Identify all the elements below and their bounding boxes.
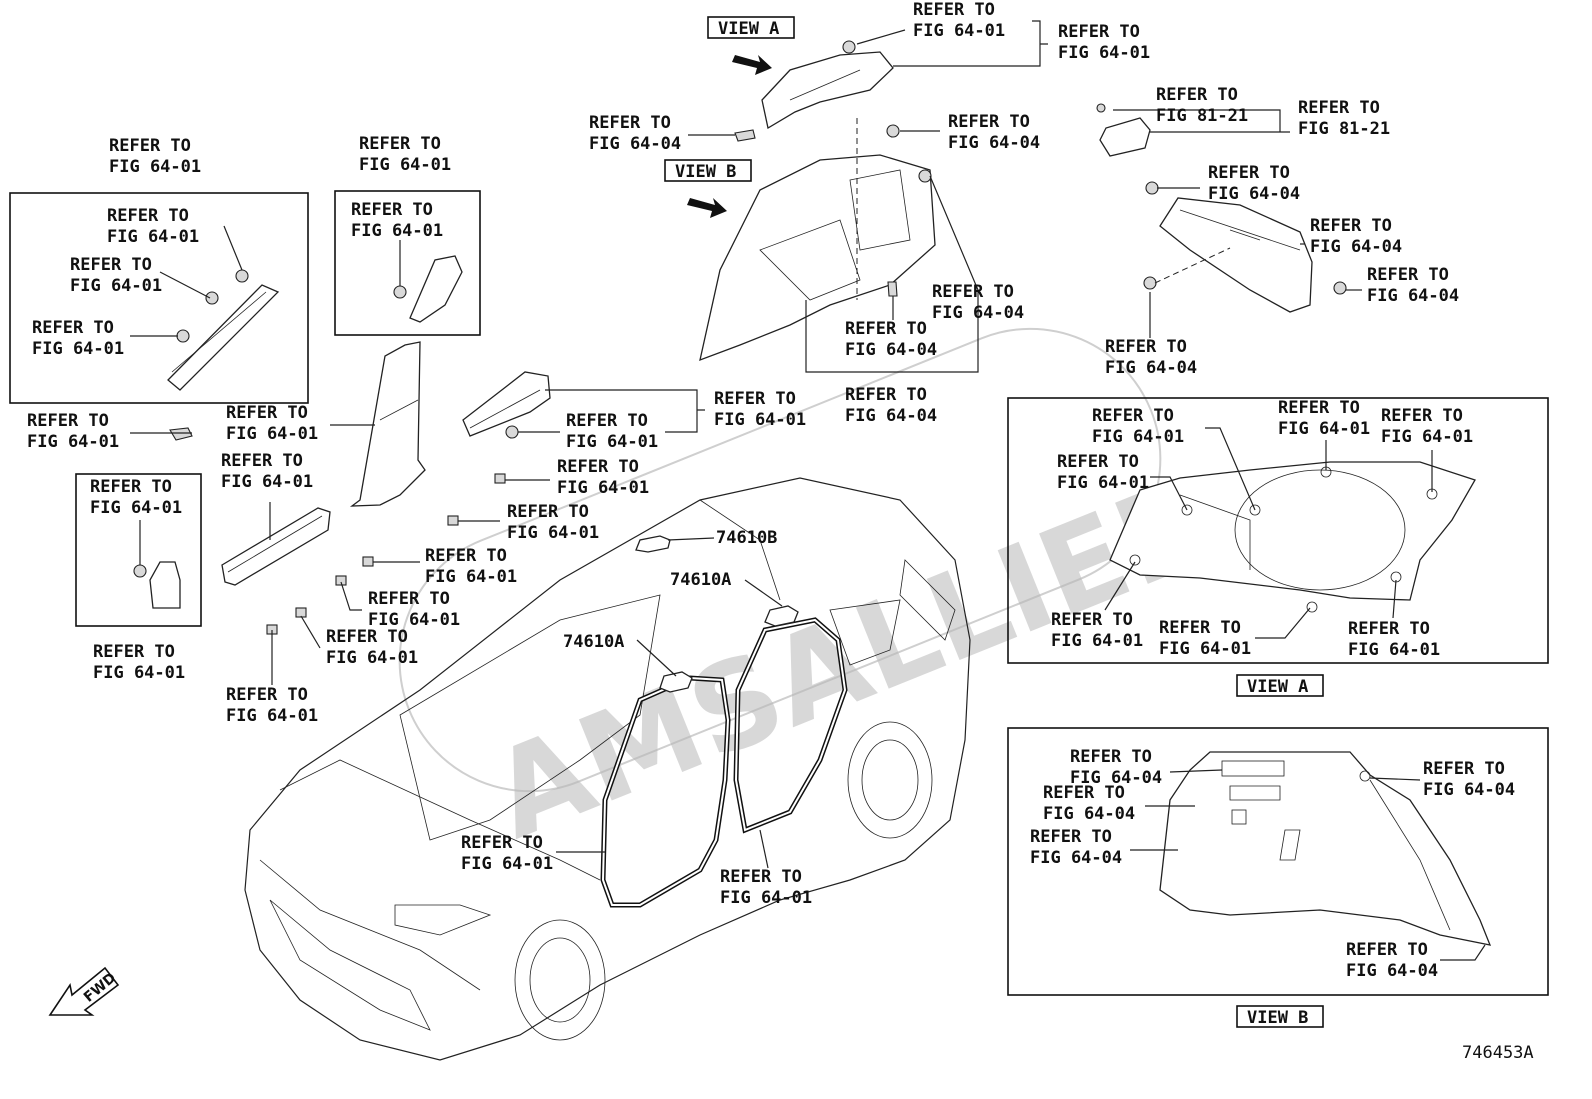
view-b-detail-box <box>1007 727 1549 996</box>
kick-panel-detail-box <box>75 473 202 627</box>
svg-text:VIEW A: VIEW A <box>718 19 779 39</box>
rear-scuff-plate <box>462 371 551 439</box>
rear-door-weatherstrip <box>733 617 848 834</box>
assist-grip-74610a-lower <box>659 671 693 693</box>
view-a-trim-drawing <box>1109 461 1476 613</box>
assist-grip-74610b <box>635 535 671 553</box>
pillar-upper-garnish <box>393 255 463 323</box>
clip-icon-top <box>842 40 856 54</box>
svg-text:VIEW B: VIEW B <box>675 162 736 182</box>
view-b-pointer-arrow <box>687 198 727 218</box>
part-number-74610a-upper: 74610A <box>670 570 731 590</box>
center-pillar-garnish <box>349 341 426 507</box>
svg-text:VIEW B: VIEW B <box>1247 1008 1308 1028</box>
fwd-direction-arrow: FWD <box>48 966 119 1016</box>
grommet-top <box>734 129 756 142</box>
view-b-tag-top: VIEW B <box>664 159 752 182</box>
view-a-tag-top: VIEW A <box>707 16 795 39</box>
view-b-trim-drawing <box>1159 751 1492 946</box>
svg-text:VIEW A: VIEW A <box>1247 677 1308 697</box>
vehicle-outline <box>244 477 971 1061</box>
a-pillar-garnish <box>167 284 280 391</box>
a-pillar-detail-box <box>9 192 309 404</box>
quarter-trim-lower <box>699 118 936 362</box>
part-number-74610b: 74610B <box>716 528 777 548</box>
kick-panel-clip <box>133 561 181 609</box>
roof-side-trim-upper <box>761 51 894 130</box>
view-a-tag-bottom: VIEW A <box>1236 674 1324 697</box>
view-a-detail-box <box>1007 397 1549 664</box>
view-b-tag-bottom: VIEW B <box>1236 1005 1324 1028</box>
assist-grip-74610a-upper <box>764 605 799 627</box>
figure-id: 746453A <box>1462 1043 1534 1063</box>
leader-lines <box>130 20 1486 961</box>
luggage-room-lamp <box>1096 103 1151 157</box>
loose-clips <box>169 427 506 635</box>
part-number-74610a-lower: 74610A <box>563 632 624 652</box>
clip-icons-a-pillar <box>176 269 249 343</box>
view-a-pointer-arrow <box>732 55 772 75</box>
front-scuff-plate <box>221 507 331 586</box>
pillar-clip-detail-box <box>334 190 481 336</box>
rear-deck-trim <box>1143 181 1347 313</box>
